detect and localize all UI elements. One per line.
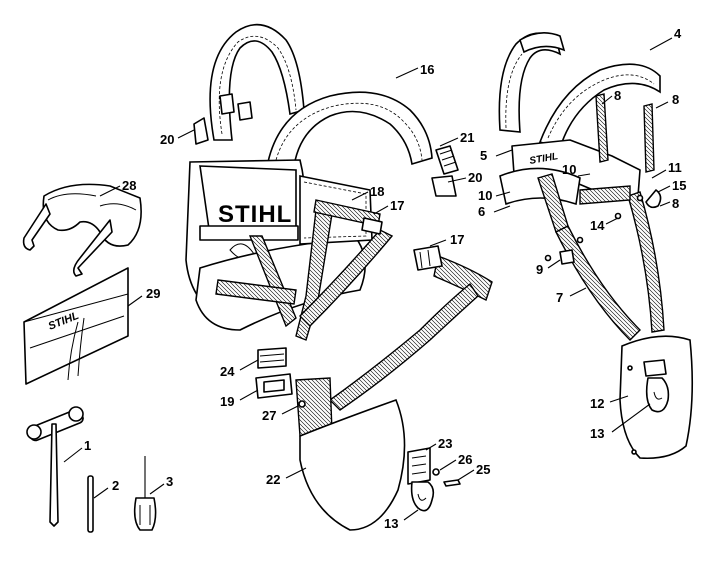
callout-8-right: 8 [672,92,679,107]
callout-18: 18 [370,184,384,199]
callout-labels: 28 29 1 2 3 20 16 21 20 18 17 17 24 19 2… [63,26,686,531]
safety-glasses [22,183,142,277]
callout-15: 15 [672,178,686,193]
callout-24: 24 [220,364,235,379]
callout-20-left: 20 [160,132,174,147]
harness-brand-label: STIHL [218,201,292,228]
callout-9: 9 [536,262,543,277]
callout-28: 28 [122,178,136,193]
callout-2: 2 [112,478,119,493]
callout-8-lower: 8 [672,196,679,211]
callout-21: 21 [460,130,474,145]
callout-23: 23 [438,436,452,451]
screwdriver [133,456,157,531]
callout-10-right: 10 [562,162,576,177]
right-harness: STIHL [498,32,694,460]
callout-7: 7 [556,290,563,305]
rod [87,475,94,533]
callout-27: 27 [262,408,276,423]
callout-17-middle: 17 [390,198,404,213]
tool-pouch: STIHL [23,267,129,385]
callout-11: 11 [668,160,682,175]
callout-14: 14 [590,218,605,233]
callout-8-top: 8 [614,88,621,103]
callout-4: 4 [674,26,682,41]
callout-25: 25 [476,462,490,477]
callout-1: 1 [84,438,91,453]
callout-16: 16 [420,62,434,77]
callout-17-right: 17 [450,232,464,247]
callout-22: 22 [266,472,280,487]
callout-6: 6 [478,204,485,219]
callout-12: 12 [590,396,604,411]
callout-29: 29 [146,286,160,301]
combination-wrench [26,406,84,527]
callout-10-left: 10 [478,188,492,203]
callout-13-right: 13 [590,426,604,441]
yoke-brand-label: STIHL [529,151,559,167]
callout-5: 5 [480,148,487,163]
callout-26: 26 [458,452,472,467]
callout-20-right: 20 [468,170,482,185]
callout-13-center: 13 [384,516,398,531]
callout-3: 3 [166,474,173,489]
callout-19: 19 [220,394,234,409]
center-harness: STIHL [185,23,493,531]
